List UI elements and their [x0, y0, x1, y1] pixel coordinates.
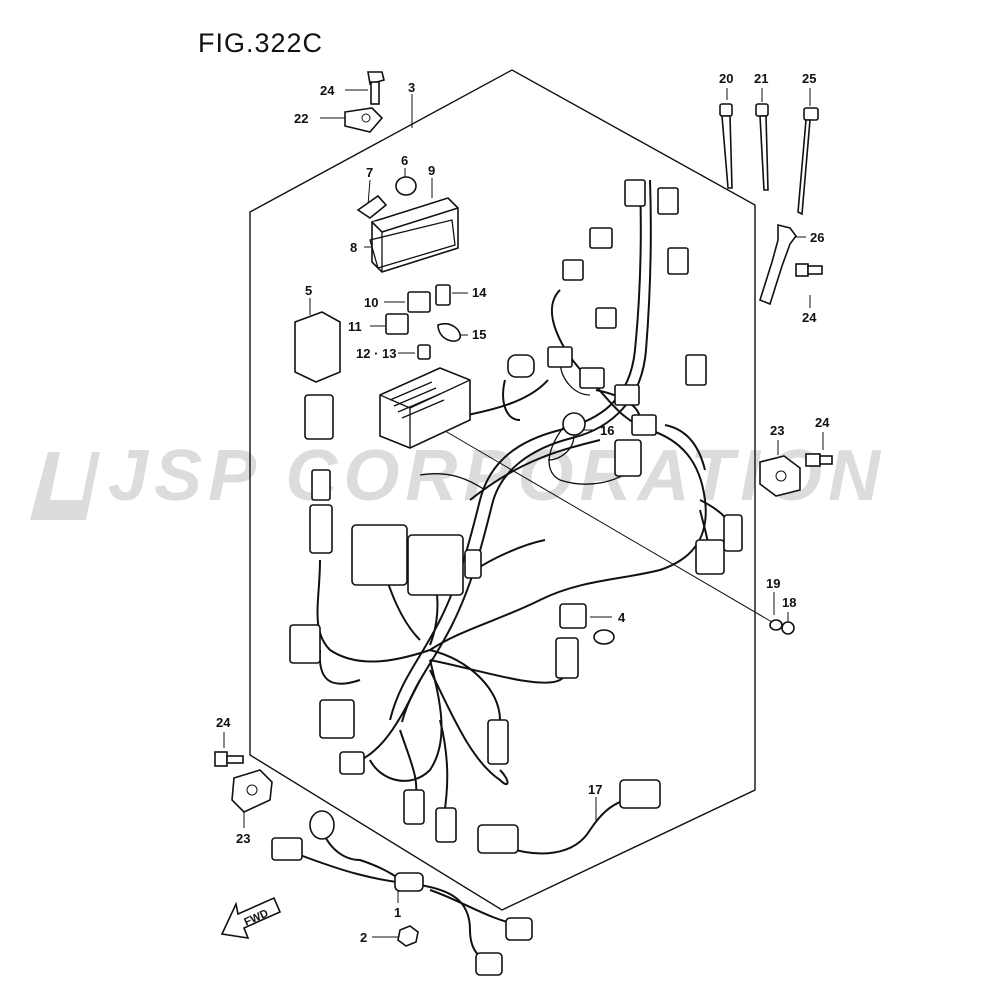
nut-18 [781, 621, 795, 635]
part-16-sensor [547, 412, 586, 461]
fuse-12-13 [417, 344, 431, 360]
figure-title: FIG.322C [198, 28, 324, 58]
callout-3: 3 [408, 80, 415, 95]
callout-11: 11 [348, 319, 362, 334]
callout-9: 9 [428, 163, 435, 178]
bolt-24-right [805, 453, 833, 467]
callout-5: 5 [305, 283, 312, 298]
callout-25: 25 [802, 71, 816, 86]
fwd-arrow: FWD [220, 896, 282, 940]
leader-lines [223, 88, 824, 938]
callout-23-left: 23 [236, 831, 250, 846]
callout-20: 20 [719, 71, 733, 86]
callout-12-13: 12 · 13 [356, 346, 396, 361]
callout-8: 8 [350, 240, 357, 255]
callout-16: 16 [600, 423, 614, 438]
callout-14: 14 [472, 285, 487, 300]
part-7-clip [356, 194, 388, 219]
callout-2: 2 [360, 930, 367, 945]
bolt-24-top [367, 71, 385, 105]
relay-10 [407, 291, 431, 313]
callout-24-top: 24 [320, 83, 335, 98]
callout-4: 4 [618, 610, 626, 625]
nut-2 [397, 925, 419, 947]
callout-24-right-upper: 24 [802, 310, 817, 325]
relay-11 [385, 313, 409, 335]
bracket-22 [344, 107, 384, 133]
callout-24-right: 24 [815, 415, 830, 430]
callout-24-left: 24 [216, 715, 231, 730]
watermark: JSP CORPORATION [30, 436, 886, 520]
callout-21: 21 [754, 71, 768, 86]
part-4-cap [559, 603, 615, 645]
part-5-module [294, 311, 341, 383]
washer-19 [769, 619, 783, 631]
fuse-14 [435, 284, 451, 306]
bracket-26 [759, 223, 797, 306]
cable-ties [719, 103, 819, 216]
sub-harness-1 [271, 810, 533, 976]
callout-23-right: 23 [770, 423, 784, 438]
callout-10: 10 [364, 295, 378, 310]
callouts: 24 22 3 6 7 9 8 5 10 14 11 15 12 · 13 16… [216, 71, 830, 945]
assembly-boundary [249, 69, 756, 911]
callout-6: 6 [401, 153, 408, 168]
fuse-puller-15 [437, 322, 461, 342]
callout-15: 15 [472, 327, 486, 342]
callout-18: 18 [782, 595, 796, 610]
callout-17: 17 [588, 782, 602, 797]
sub-harness-17 [477, 779, 661, 855]
watermark-text: JSP CORPORATION [108, 436, 886, 516]
callout-26: 26 [810, 230, 824, 245]
callout-1: 1 [394, 905, 401, 920]
harness-connectors [289, 179, 743, 843]
bolt-24-left [214, 751, 244, 767]
callout-22: 22 [294, 111, 308, 126]
callout-19: 19 [766, 576, 780, 591]
callout-7: 7 [366, 165, 373, 180]
part-6-grommet [395, 176, 417, 196]
fuse-box-9 [369, 197, 459, 273]
main-fuse-block [379, 367, 471, 449]
bolt-24-right-upper [795, 263, 823, 277]
